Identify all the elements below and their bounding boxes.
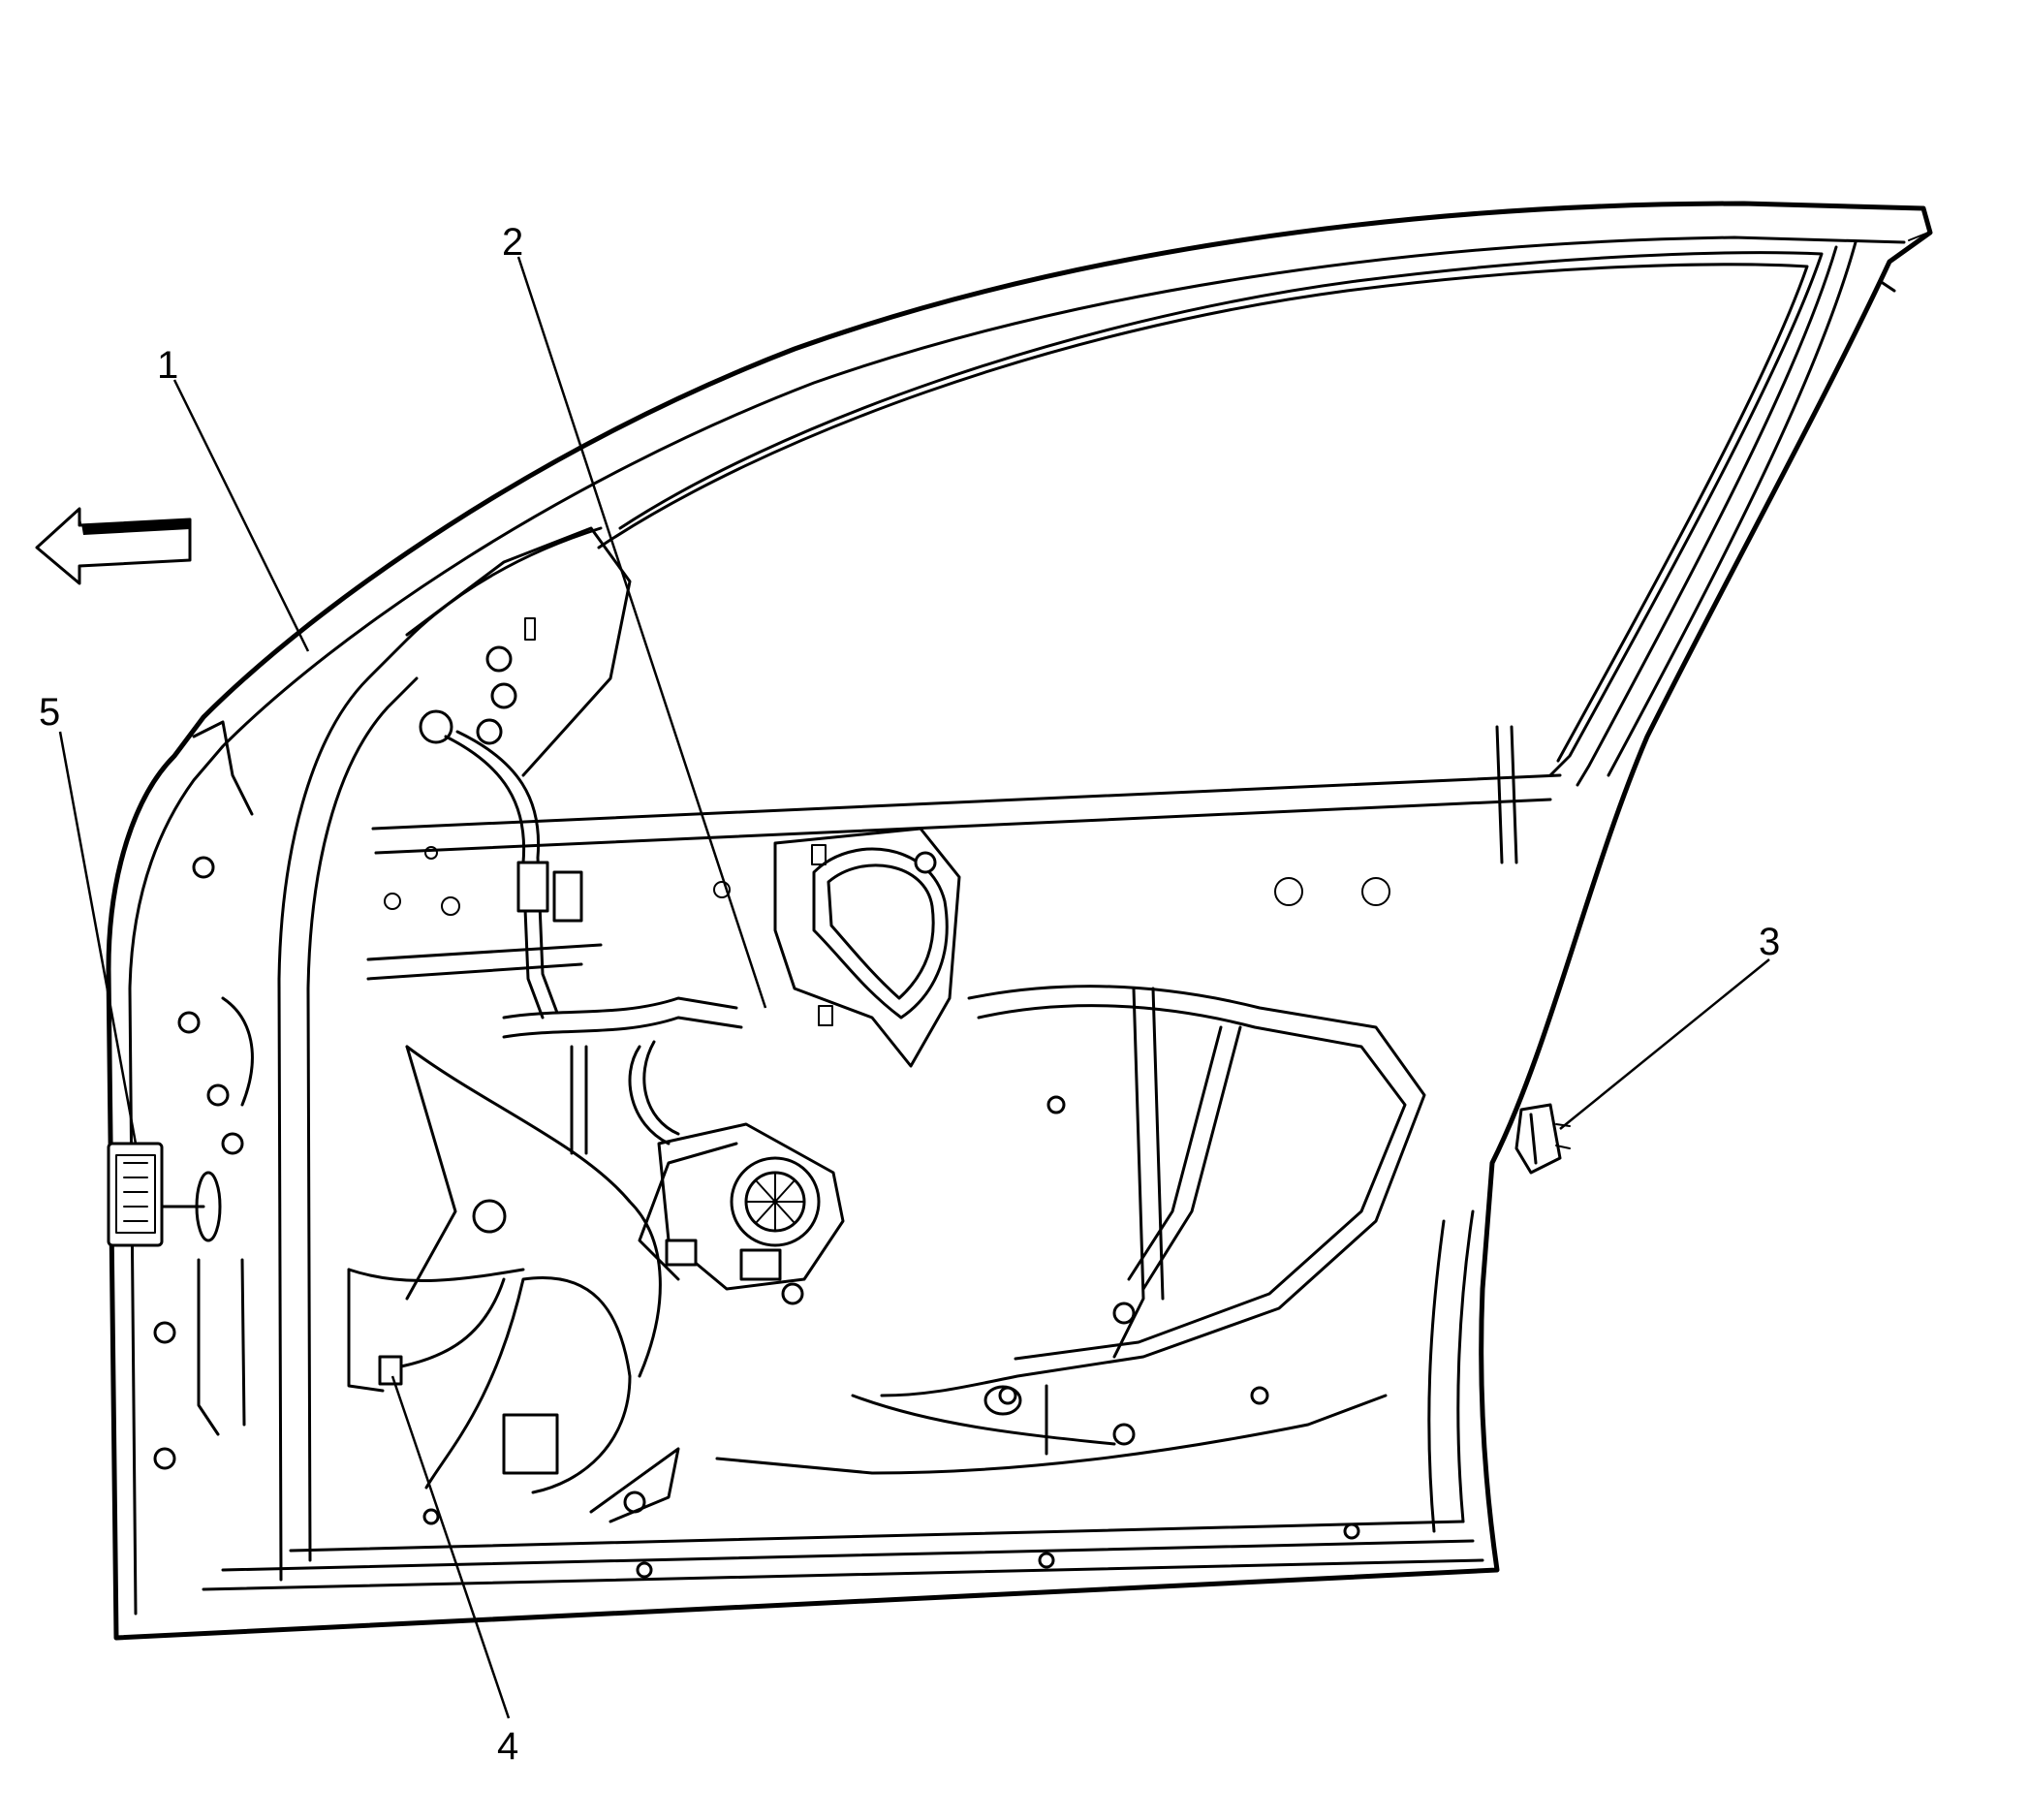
door-module [107,1142,222,1247]
speaker-connector [378,1277,506,1386]
leader-lines [58,256,1770,1719]
callout-1: 1 [157,344,178,387]
leader-5 [58,731,138,1145]
mirror-mount [405,526,632,777]
door-outer-panel [106,201,1933,1641]
leader-1 [172,379,310,652]
callout-2: 2 [502,221,523,264]
left-arrow-icon [35,507,192,585]
callout-3: 3 [1759,921,1780,963]
belt-reinforcement [366,773,1562,981]
lower-panel [422,985,1426,1579]
callout-5: 5 [39,691,60,734]
leader-2 [516,256,767,1009]
speaker-cavity [347,1045,680,1523]
callout-4: 4 [497,1725,518,1768]
door-latch [1495,725,1571,1175]
window-motor [657,1122,845,1305]
callouts: 1 2 3 4 5 [39,221,1780,1768]
hinge-side [153,720,254,1470]
wiring-harness [444,730,743,1155]
inside-handle [773,827,961,1068]
leader-4 [390,1375,511,1719]
leader-3 [1559,958,1770,1130]
